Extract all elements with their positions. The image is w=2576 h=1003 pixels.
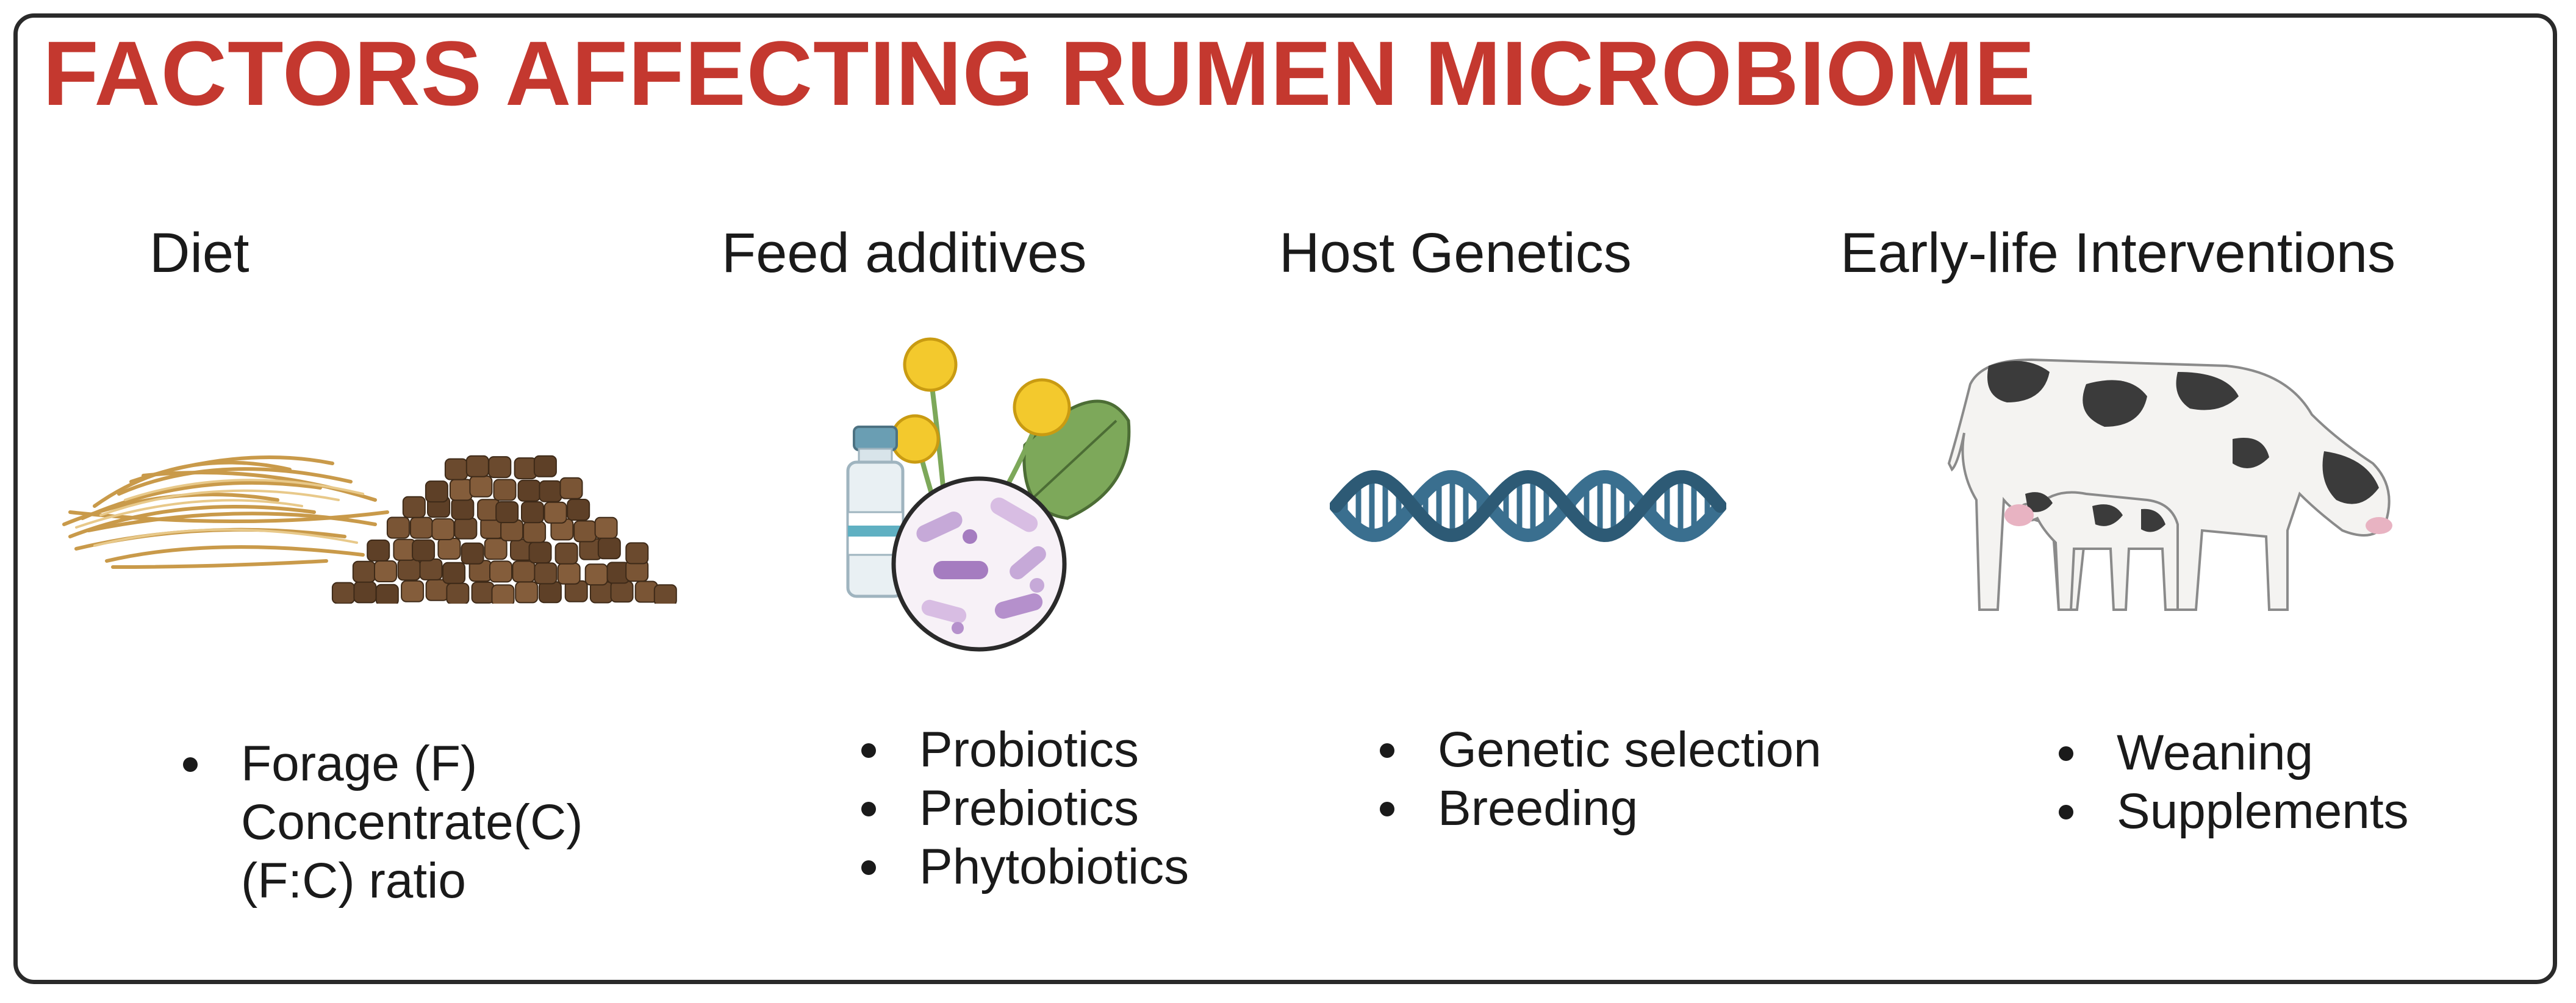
pellet bbox=[367, 539, 390, 562]
feed-pellets bbox=[331, 455, 677, 604]
microbe-circle-icon bbox=[891, 476, 1067, 652]
list-item-line: Phytobiotics bbox=[919, 839, 1189, 894]
pellet bbox=[409, 516, 433, 539]
pellet bbox=[521, 501, 544, 524]
pellet bbox=[495, 501, 519, 523]
dna-strand bbox=[1330, 469, 1726, 543]
pellet bbox=[653, 584, 677, 604]
pellet bbox=[597, 537, 621, 560]
heading-early-life-interventions: Early-life Interventions bbox=[1840, 222, 2396, 284]
pellet bbox=[528, 541, 552, 564]
pellet bbox=[402, 496, 426, 518]
pellet bbox=[625, 542, 649, 565]
pellet bbox=[449, 479, 473, 501]
pellet bbox=[353, 581, 377, 604]
pellet bbox=[610, 580, 634, 603]
pellet bbox=[401, 580, 425, 602]
dna-helix-icon bbox=[1330, 469, 1726, 543]
leaf-vein bbox=[1030, 419, 1118, 501]
list-item: Prebiotics bbox=[861, 779, 1189, 838]
list-item: Weaning bbox=[2059, 724, 2409, 782]
pellet bbox=[514, 457, 537, 480]
pellet bbox=[523, 521, 547, 543]
pellet bbox=[397, 559, 421, 581]
dandelion-flower-icon bbox=[1013, 378, 1071, 437]
figure-title: FACTORS AFFECTING RUMEN MICROBIOME bbox=[43, 22, 2036, 124]
pellet bbox=[594, 516, 618, 539]
pellet bbox=[374, 560, 397, 582]
feed-additives-list: Probiotics Prebiotics Phytobiotics bbox=[861, 721, 1189, 896]
list-item: Phytobiotics bbox=[861, 838, 1189, 896]
pellet bbox=[331, 582, 355, 604]
pellet bbox=[567, 499, 590, 521]
list-item-line: (F:C) ratio bbox=[241, 853, 466, 908]
vial-icon bbox=[846, 426, 905, 598]
pellet bbox=[517, 479, 541, 502]
hay-and-pellets-icon bbox=[62, 455, 677, 604]
pellet bbox=[538, 581, 562, 604]
list-item: Probiotics bbox=[861, 721, 1189, 779]
pellet bbox=[557, 562, 581, 585]
pellet bbox=[584, 563, 608, 586]
pellet bbox=[512, 560, 536, 583]
pellet bbox=[437, 537, 461, 560]
pellet bbox=[444, 458, 468, 480]
heading-diet: Diet bbox=[149, 222, 249, 284]
pellet bbox=[544, 501, 567, 524]
heading-feed-additives: Feed additives bbox=[722, 222, 1087, 284]
pellet bbox=[375, 584, 399, 604]
list-item-line: Probiotics bbox=[919, 722, 1139, 777]
list-item-line: Breeding bbox=[1438, 780, 1638, 836]
dna-strand bbox=[1330, 469, 1726, 543]
list-item: Genetic selection bbox=[1380, 721, 1821, 779]
pellet bbox=[488, 456, 512, 479]
pellet bbox=[534, 562, 558, 585]
pellet bbox=[465, 455, 489, 477]
list-item-line: Concentrate(C) bbox=[241, 794, 583, 850]
pellet bbox=[493, 479, 517, 501]
pellet bbox=[491, 584, 515, 604]
pellet bbox=[386, 516, 410, 539]
pellet bbox=[454, 517, 478, 540]
heading-host-genetics: Host Genetics bbox=[1279, 222, 1632, 284]
udder bbox=[2004, 504, 2034, 526]
dandelion-flower-icon bbox=[890, 414, 940, 464]
pellet bbox=[442, 562, 466, 584]
list-item: Supplements bbox=[2059, 782, 2409, 841]
list-item-line: Supplements bbox=[2117, 783, 2409, 839]
diet-list: Forage (F) Concentrate(C) (F:C) ratio bbox=[183, 735, 583, 910]
list-item-line: Genetic selection bbox=[1438, 722, 1822, 777]
pellet bbox=[425, 480, 448, 503]
pellet bbox=[471, 581, 495, 604]
pellet bbox=[554, 542, 578, 565]
list-item: Breeding bbox=[1380, 779, 1821, 838]
pellet bbox=[539, 480, 562, 502]
calf-icon bbox=[2020, 491, 2179, 611]
list-item: Forage (F) Concentrate(C) (F:C) ratio bbox=[183, 735, 583, 910]
dandelion-flower-icon bbox=[903, 337, 958, 392]
pellet bbox=[469, 475, 493, 498]
host-genetics-list: Genetic selection Breeding bbox=[1380, 721, 1821, 838]
list-item-line: Weaning bbox=[2117, 725, 2314, 780]
pellet bbox=[559, 477, 583, 499]
pellet bbox=[451, 498, 475, 520]
pellet bbox=[412, 539, 436, 562]
pellet bbox=[489, 560, 512, 583]
list-item-line: Forage (F) bbox=[241, 736, 478, 791]
vial-flowers-microbes-icon bbox=[846, 337, 1131, 652]
pellet bbox=[446, 582, 470, 604]
pellet bbox=[484, 538, 508, 560]
list-item-line: Prebiotics bbox=[919, 780, 1139, 836]
pellet bbox=[419, 558, 443, 580]
early-life-list: Weaning Supplements bbox=[2059, 724, 2409, 841]
pellet bbox=[533, 455, 557, 477]
pellet bbox=[352, 560, 376, 583]
pellet bbox=[515, 581, 539, 604]
pellet bbox=[431, 518, 455, 540]
pellet bbox=[573, 520, 597, 543]
pellet bbox=[461, 542, 484, 565]
cow-and-calf-icon bbox=[1947, 358, 2392, 611]
hay-highlight bbox=[75, 479, 364, 547]
